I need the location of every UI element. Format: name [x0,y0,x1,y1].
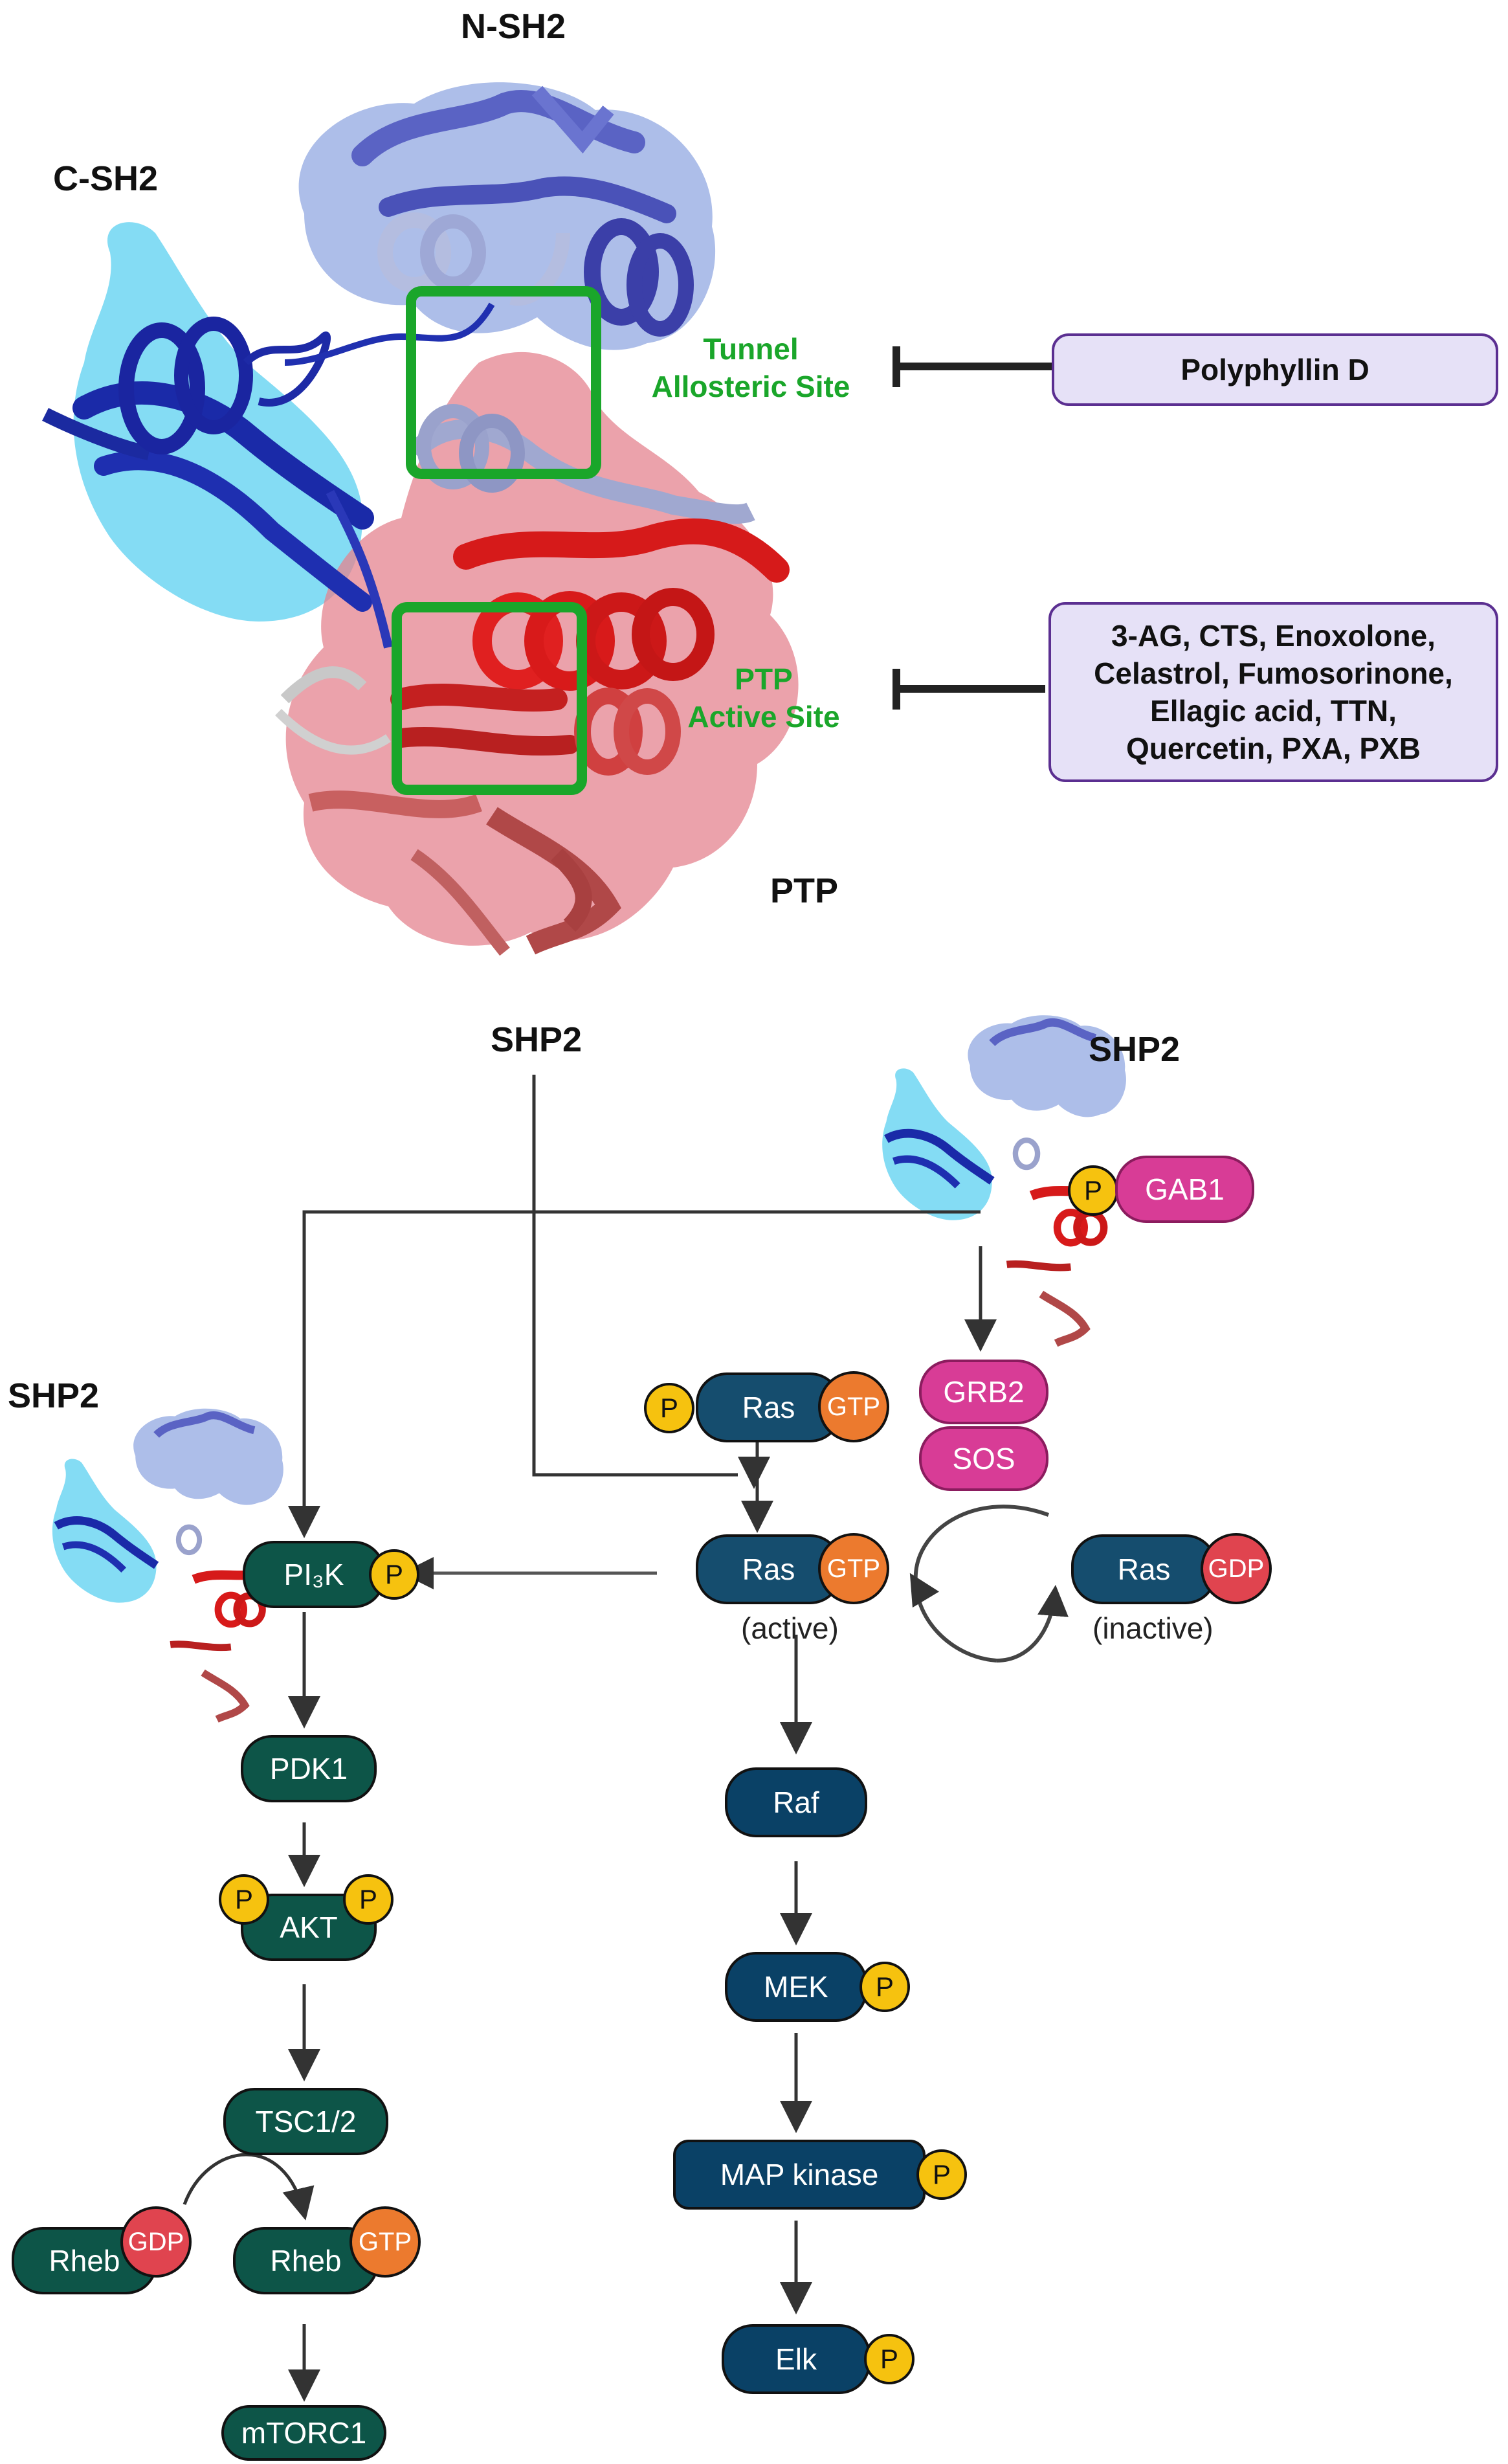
active-site-label: PTP Active Site [687,662,840,734]
ras-inactive-label: (inactive) [1092,1611,1214,1645]
gab1-phosphate: P [1068,1165,1118,1216]
mek-node: MEK [725,1952,867,2022]
tunnel-site-box [406,286,601,479]
tsc-node: TSC1/2 [223,2088,388,2155]
map-kinase-phosphate: P [916,2149,967,2200]
ras-inactive-node: Ras [1071,1534,1217,1604]
active-site-inhibitors-box: 3-AG, CTS, Enoxolone, Celastrol, Fumosor… [1048,602,1498,782]
map-kinase-node: MAP kinase [673,2140,926,2210]
inhibition-lines [893,346,1052,710]
shp2-main-label: SHP2 [491,1020,582,1059]
pdk1-node: PDK1 [241,1735,377,1802]
mtorc1-node: mTORC1 [221,2405,386,2461]
shp2-structure-small-left [52,1408,309,1723]
shp2-right-label: SHP2 [1089,1030,1181,1069]
mek-phosphate: P [859,1962,910,2012]
elk-node: Elk [722,2324,870,2394]
shp2-structure-large [42,82,799,956]
pathway-arrows [183,1075,1069,2402]
gab1-node: GAB1 [1115,1156,1254,1223]
pi3k-node: PI₃K [243,1541,385,1608]
grb2-node: GRB2 [919,1360,1048,1424]
csh2-label: C-SH2 [53,159,159,198]
ras-top-phosphate: P [644,1383,694,1433]
shp2-structure-small-right [882,1015,1153,1347]
akt-phosphate-left: P [219,1874,269,1925]
nsh2-label: N-SH2 [461,7,566,46]
pi3k-phosphate: P [369,1549,419,1600]
active-site-box [392,602,587,795]
ras-active-node: Ras [696,1534,841,1604]
ptp-label: PTP [770,871,839,910]
ras-inactive-gdp: GDP [1201,1533,1272,1604]
elk-phosphate: P [864,2334,915,2384]
ras-active-label: (active) [741,1611,839,1645]
rheb-gtp: GTP [349,2206,421,2278]
sos-node: SOS [919,1426,1048,1491]
ras-active-gtp: GTP [818,1533,889,1604]
rheb-gdp: GDP [120,2206,192,2278]
raf-node: Raf [725,1767,867,1837]
polyphyllin-box: Polyphyllin D [1052,333,1498,406]
ras-top-gtp: GTP [818,1371,889,1442]
shp2-left-label: SHP2 [8,1376,100,1415]
tunnel-site-label: Tunnel Allosteric Site [651,332,850,403]
ras-phospho-node: Ras [696,1372,841,1442]
akt-phosphate-right: P [343,1874,394,1925]
